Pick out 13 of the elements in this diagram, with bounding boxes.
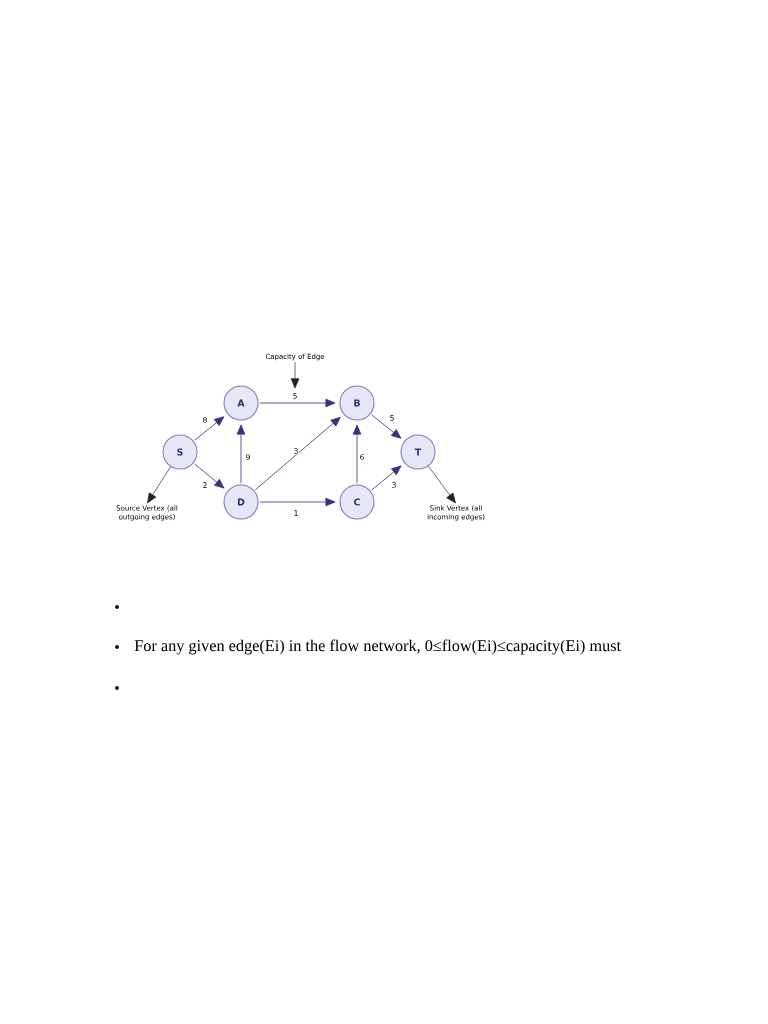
arrow	[371, 414, 402, 439]
arrow	[194, 416, 225, 441]
arrow	[259, 497, 336, 507]
leader-line	[290, 361, 300, 389]
arrow	[352, 424, 362, 484]
arrow	[236, 424, 246, 484]
arrow	[259, 398, 336, 408]
leader-line	[428, 465, 456, 504]
arrow	[194, 463, 225, 489]
bullet-text: For any given edge(Ei) in the flow network, 0≤flow(Ei)≤capacity(Ei) must	[134, 639, 621, 655]
leader-line	[147, 466, 171, 504]
arrow	[371, 465, 402, 491]
arrow	[254, 416, 341, 491]
